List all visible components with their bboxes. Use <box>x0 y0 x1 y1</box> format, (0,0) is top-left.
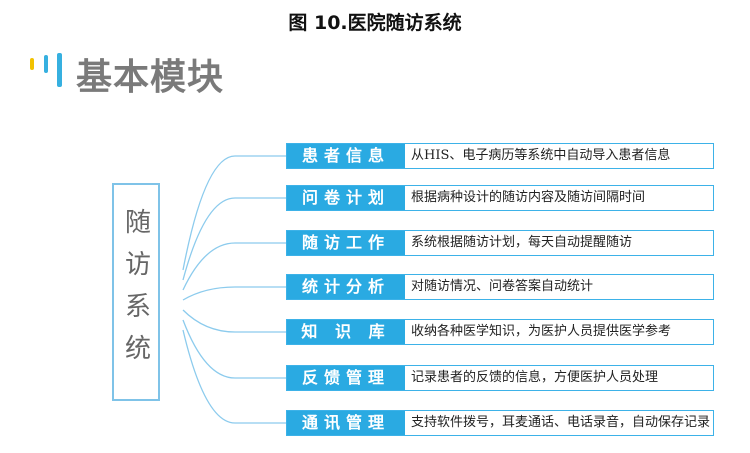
connector-4 <box>182 286 286 301</box>
module-label: 患者信息 <box>287 144 405 168</box>
module-label: 知 识 库 <box>287 320 405 344</box>
decor-bar-yellow <box>30 58 34 70</box>
connector-5 <box>182 309 286 333</box>
connector-2 <box>182 197 286 281</box>
center-node-label: 随访系统 <box>120 208 151 376</box>
module-desc: 从HIS、电子病历等系统中自动导入患者信息 <box>405 144 713 168</box>
decor-bar-blue-tall <box>57 53 62 87</box>
module-label: 反馈管理 <box>287 366 405 390</box>
module-label: 统计分析 <box>287 275 405 299</box>
connector-1 <box>182 155 286 271</box>
module-feedback-management: 反馈管理 记录患者的反馈的信息，方便医护人员处理 <box>286 365 714 391</box>
module-desc: 对随访情况、问卷答案自动统计 <box>405 275 713 299</box>
module-statistics: 统计分析 对随访情况、问卷答案自动统计 <box>286 274 714 300</box>
connector-7 <box>182 329 286 424</box>
module-label: 通讯管理 <box>287 411 405 435</box>
module-label: 问卷计划 <box>287 186 405 210</box>
module-patient-info: 患者信息 从HIS、电子病历等系统中自动导入患者信息 <box>286 143 714 169</box>
connector-6 <box>182 319 286 379</box>
module-followup-work: 随访工作 系统根据随访计划，每天自动提醒随访 <box>286 230 714 256</box>
figure-title: 图 10.医院随访系统 <box>288 12 462 34</box>
module-label: 随访工作 <box>287 231 405 255</box>
module-questionnaire-plan: 问卷计划 根据病种设计的随访内容及随访间隔时间 <box>286 185 714 211</box>
center-node: 随访系统 <box>112 183 160 401</box>
connector-3 <box>182 242 286 291</box>
section-title: 基本模块 <box>76 57 225 98</box>
decor-bar-blue-short <box>44 55 48 73</box>
module-desc: 记录患者的反馈的信息，方便医护人员处理 <box>405 366 713 390</box>
module-desc: 支持软件拨号，耳麦通话、电话录音，自动保存记录 <box>405 411 713 435</box>
module-desc: 收纳各种医学知识，为医护人员提供医学参考 <box>405 320 713 344</box>
module-knowledge-base: 知 识 库 收纳各种医学知识，为医护人员提供医学参考 <box>286 319 714 345</box>
module-desc: 根据病种设计的随访内容及随访间隔时间 <box>405 186 713 210</box>
module-desc: 系统根据随访计划，每天自动提醒随访 <box>405 231 713 255</box>
module-communication-management: 通讯管理 支持软件拨号，耳麦通话、电话录音，自动保存记录 <box>286 410 714 436</box>
